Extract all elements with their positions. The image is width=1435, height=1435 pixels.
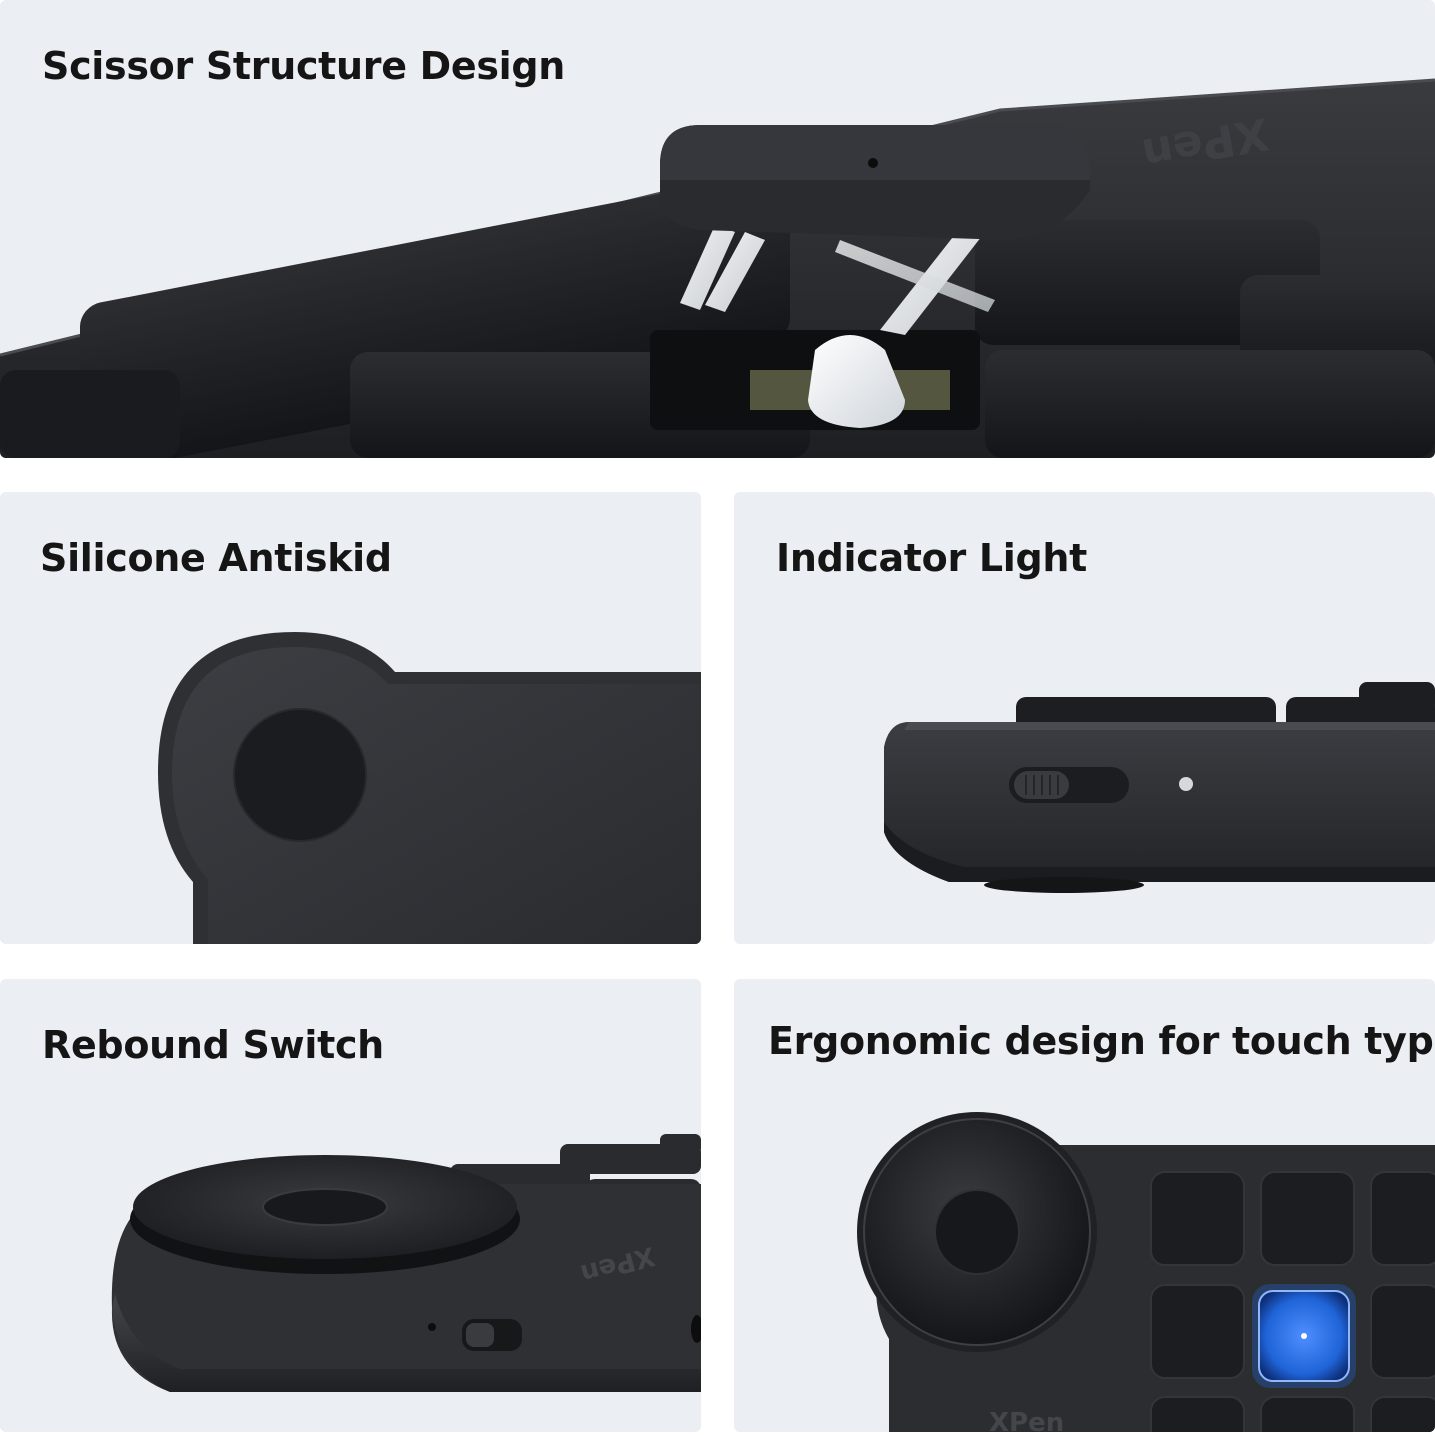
panel-rebound-switch: Rebound Switch XPen [0, 979, 701, 1432]
rebound-switch-illustration: XPen [111, 1134, 701, 1392]
indicator-light-illustration [884, 682, 1435, 893]
panel-title: Indicator Light [776, 536, 1087, 580]
panel-title: Silicone Antiskid [40, 536, 392, 580]
panel-scissor-structure: Scissor Structure Design XPen [0, 0, 1435, 458]
panel-title: Scissor Structure Design [42, 44, 566, 88]
panel-title: Ergonomic design for touch typing [768, 1019, 1435, 1063]
scissor-keyboard-illustration: XPen [0, 78, 1435, 458]
brand-logo: XPen [989, 1408, 1064, 1432]
panel-silicone-antiskid: Silicone Antiskid [0, 492, 701, 944]
antiskid-pad-illustration [158, 632, 701, 944]
panel-indicator-light: Indicator Light [734, 492, 1435, 944]
panel-title: Rebound Switch [42, 1023, 384, 1067]
panel-ergonomic-design: Ergonomic design for touch typing [734, 979, 1435, 1432]
indicator-led [1179, 777, 1193, 791]
ergonomic-keypad-illustration: XPen [857, 1112, 1435, 1432]
